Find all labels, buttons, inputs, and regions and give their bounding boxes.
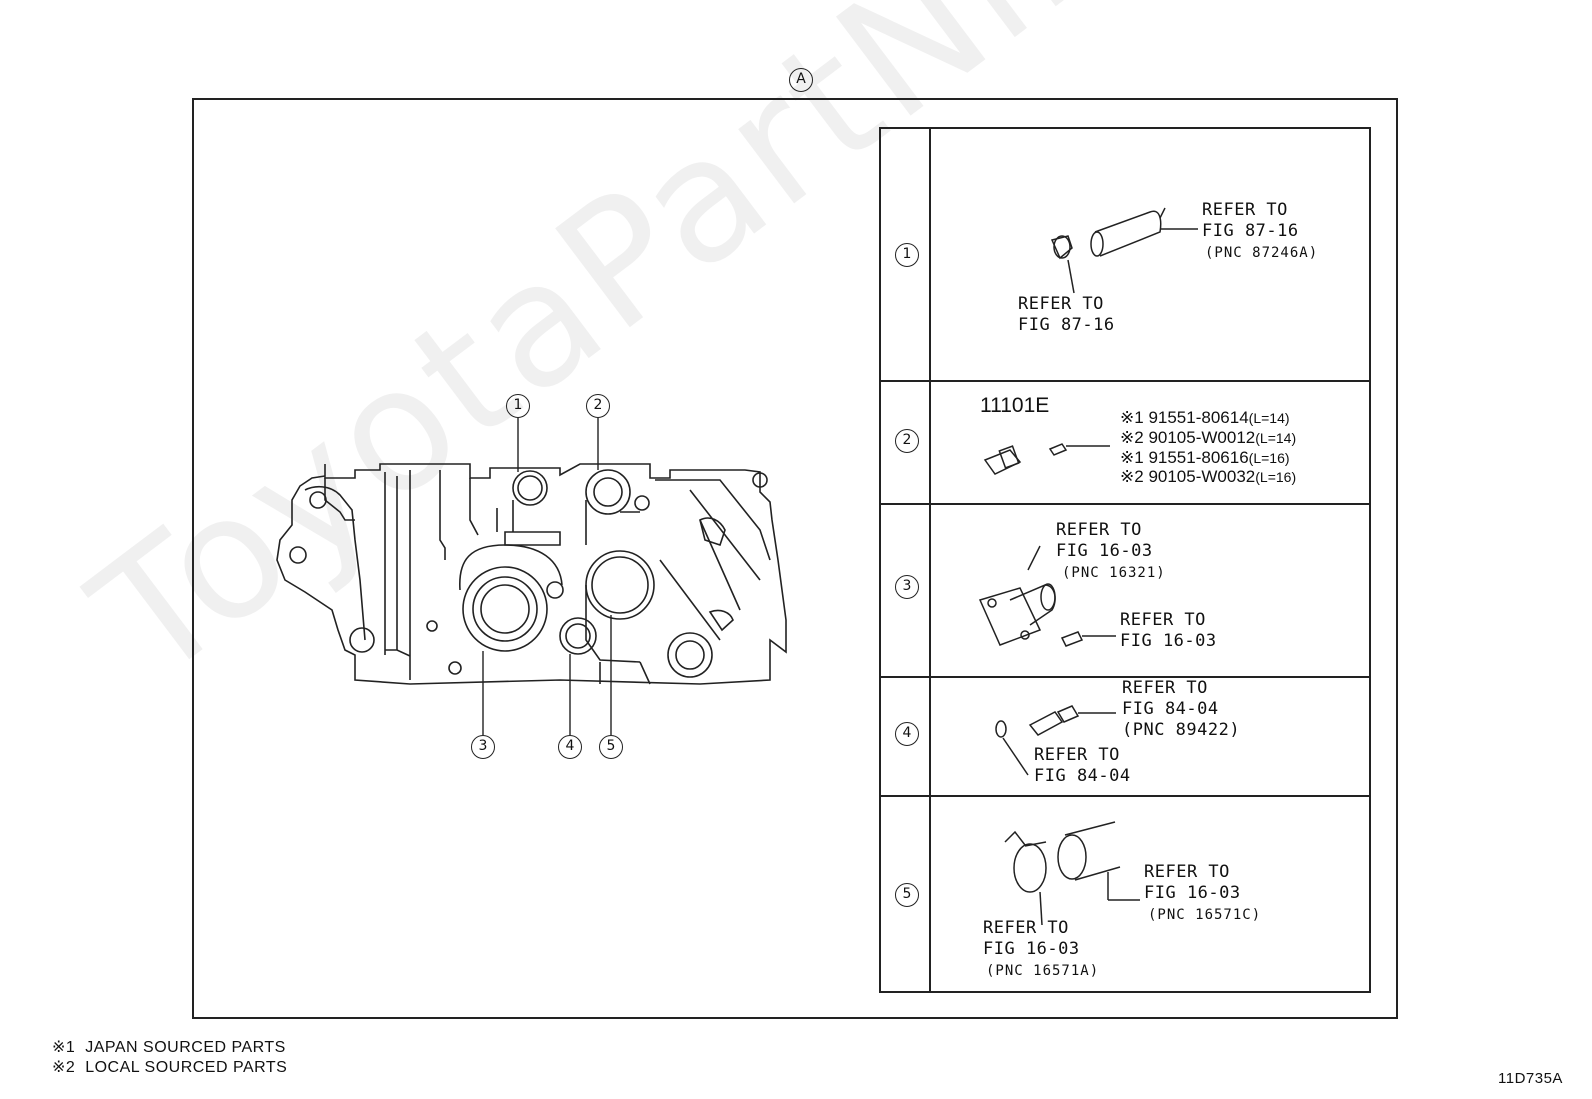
row-1-ref-a-line1: REFER TO [1202,200,1288,220]
callout-5: 5 [599,735,623,759]
bolt-length: (L=16) [1255,469,1297,485]
row-1-ref-a-pnc: (PNC 87246A) [1205,245,1319,261]
diagram-frame [192,98,1398,1019]
row-2-bolt-1: ※1 91551-80614(L=14) [1120,408,1290,428]
row-4-ref-b-line1: REFER TO [1034,745,1120,765]
row-5-ref-a-pnc: (PNC 16571C) [1148,907,1262,923]
row-5-ref-a-line2: FIG 16-03 [1144,883,1241,903]
row-3-ref-a-line1: REFER TO [1056,520,1142,540]
callout-4: 4 [558,735,582,759]
view-marker-a: A [789,68,813,92]
footnote-1: ※1 JAPAN SOURCED PARTS [52,1037,286,1057]
footnote-2: ※2 LOCAL SOURCED PARTS [52,1057,287,1077]
bolt-length: (L=14) [1248,410,1290,426]
source-mark: ※1 [1120,448,1144,467]
row-2-number: 2 [895,429,919,453]
row-1-ref-a-line2: FIG 87-16 [1202,221,1299,241]
callout-3: 3 [471,735,495,759]
row-3-number: 3 [895,575,919,599]
row-2-bolt-2: ※2 90105-W0012(L=14) [1120,428,1296,448]
row-3-ref-b-line1: REFER TO [1120,610,1206,630]
row-5-number: 5 [895,883,919,907]
bolt-part-number: 90105-W0032 [1148,467,1256,486]
callout-2: 2 [586,394,610,418]
row-5-ref-b-line2: FIG 16-03 [983,939,1080,959]
row-4-ref-a-line2: FIG 84-04 [1122,699,1219,719]
row-5-ref-b-pnc: (PNC 16571A) [986,963,1100,979]
row-2-part-number: 11101E [980,394,1050,417]
row-4-ref-a-pnc: (PNC 89422) [1122,720,1241,740]
footnote-mark: ※1 [52,1039,76,1056]
footnote-text: LOCAL SOURCED PARTS [85,1059,288,1076]
bolt-part-number: 91551-80614 [1148,408,1249,427]
source-mark: ※2 [1120,467,1144,486]
footnote-text: JAPAN SOURCED PARTS [85,1039,286,1056]
bolt-part-number: 91551-80616 [1148,448,1249,467]
callout-1: 1 [506,394,530,418]
source-mark: ※1 [1120,408,1144,427]
row-4-ref-b-line2: FIG 84-04 [1034,766,1131,786]
bolt-length: (L=16) [1248,450,1290,466]
row-1-ref-b-line2: FIG 87-16 [1018,315,1115,335]
row-5-ref-b-line1: REFER TO [983,918,1069,938]
detail-table [879,127,1371,993]
figure-code: 11D735A [1498,1070,1563,1087]
row-2-bolt-4: ※2 90105-W0032(L=16) [1120,467,1296,487]
row-5-ref-a-line1: REFER TO [1144,862,1230,882]
source-mark: ※2 [1120,428,1144,447]
row-1-number: 1 [895,243,919,267]
bolt-part-number: 90105-W0012 [1148,428,1256,447]
row-4-ref-a-line1: REFER TO [1122,678,1208,698]
bolt-length: (L=14) [1255,430,1297,446]
row-3-ref-a-pnc: (PNC 16321) [1062,565,1166,581]
footnote-mark: ※2 [52,1059,76,1076]
row-4-number: 4 [895,722,919,746]
row-1-ref-b-line1: REFER TO [1018,294,1104,314]
row-3-ref-b-line2: FIG 16-03 [1120,631,1217,651]
row-2-bolt-3: ※1 91551-80616(L=16) [1120,448,1290,468]
row-3-ref-a-line2: FIG 16-03 [1056,541,1153,561]
